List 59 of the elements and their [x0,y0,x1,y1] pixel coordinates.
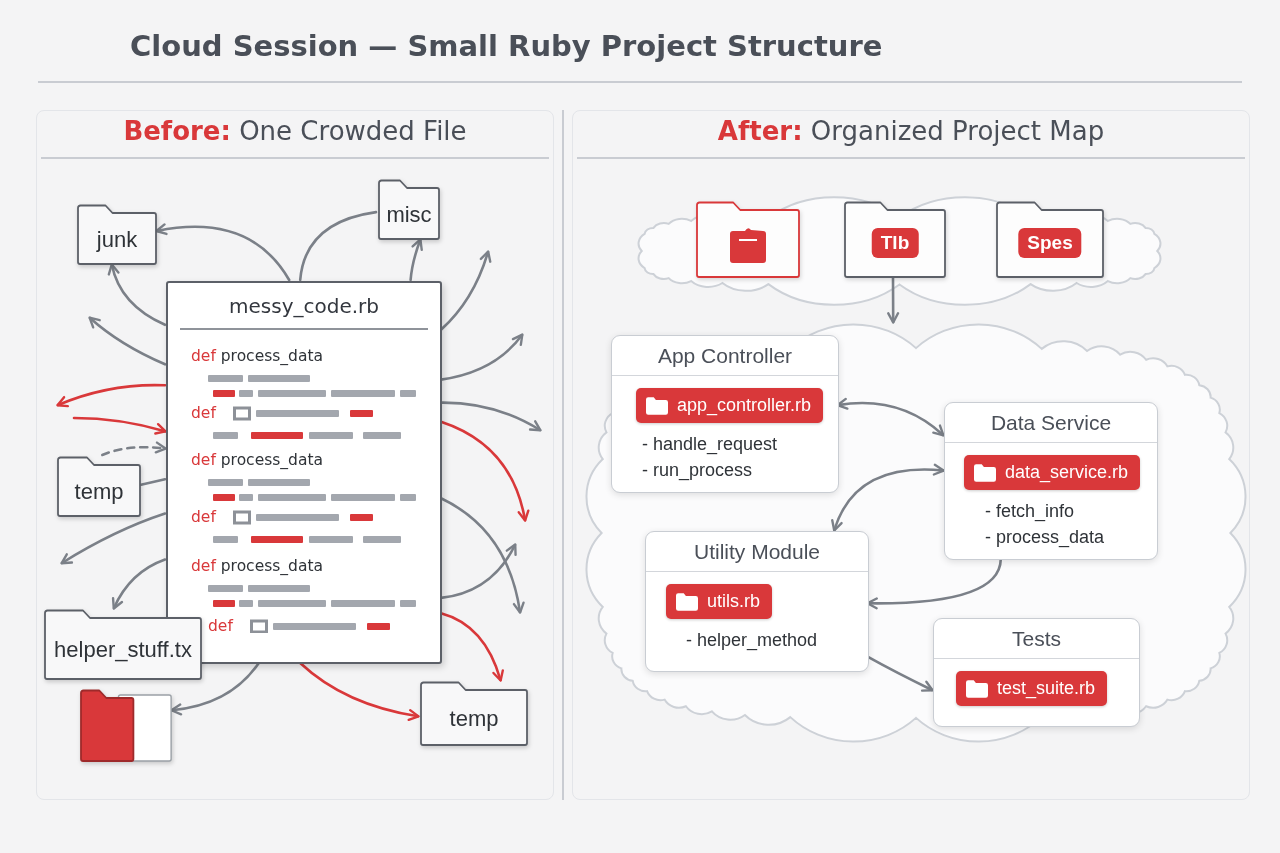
folder-label: temp [74,478,124,505]
code-line: def [191,403,216,423]
panel [572,110,1250,800]
panel-heading: After: Organized Project Map [717,115,1105,147]
arrow [88,316,167,366]
arrow [887,276,900,324]
folder [843,201,947,279]
folder-label: misc [386,201,432,228]
arrow [101,441,167,457]
arrow [56,383,167,408]
file-name: test_suite.rb [997,678,1096,699]
arrow [298,661,420,721]
file-name: utils.rb [707,591,760,612]
arrow [112,558,167,610]
arrow [409,238,423,282]
folder [695,201,801,279]
card-title: App Controller [656,343,794,369]
code-line: def [208,616,233,636]
code-line: def process_data [191,346,323,366]
card-title: Utility Module [692,539,821,565]
folder [419,681,529,747]
folder [377,179,441,241]
arrow [60,512,167,565]
folder-tag: Tlb [871,228,919,258]
folder [56,456,142,518]
module-card [645,531,869,672]
module-card [611,335,839,493]
cloud [585,323,1247,743]
folder [79,689,173,763]
arrow [108,263,167,327]
cloud [637,196,1162,306]
method-item: - handle_request [642,434,778,455]
diagram-title: Cloud Session — Small Ruby Project Structure [130,28,883,64]
code-line: def process_data [191,556,323,576]
module-card [944,402,1158,560]
card-title: Data Service [989,410,1113,436]
folder [76,204,158,266]
file-name: data_service.rb [1005,462,1129,483]
folder-label: junk [96,226,138,253]
method-item: - run_process [642,460,753,481]
folder [43,609,203,681]
arrow [72,416,167,435]
module-card [933,618,1140,727]
folder-tag: Spes [1018,228,1082,258]
connector-line [298,210,378,282]
method-item: - fetch_info [985,501,1075,522]
file-title: messy_code.rb [229,293,379,319]
method-item: - process_data [985,527,1105,548]
method-item: - helper_method [686,630,818,651]
folder [995,201,1105,279]
double-arrow [831,463,945,532]
panel [36,110,554,800]
folder-label: helper_stuff.tx [54,636,192,663]
folder-label: temp [449,705,499,732]
panel-heading: Before: One Crowded File [123,115,467,147]
code-line: def process_data [191,450,323,470]
code-line: def [191,507,216,527]
card-title: Tests [1011,626,1062,652]
file-name: app_controller.rb [677,395,812,416]
